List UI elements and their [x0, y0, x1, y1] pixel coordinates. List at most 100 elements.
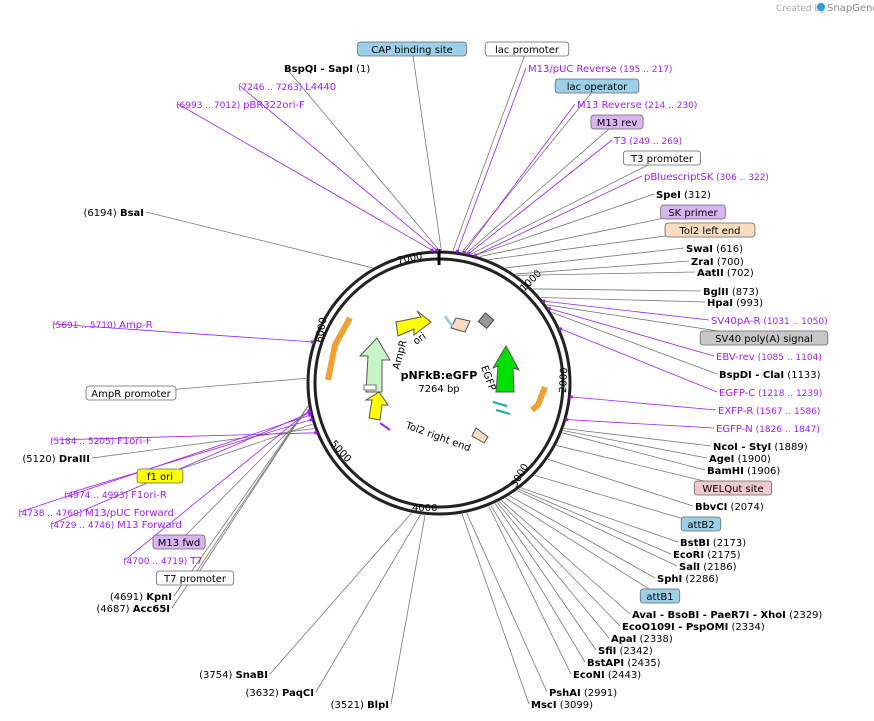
feature-label[interactable]: SK primer — [660, 204, 726, 220]
feature-label[interactable]: f1 ori — [136, 468, 184, 484]
tick-label: 6000 — [314, 317, 329, 344]
enzyme-position: (2338) — [636, 634, 673, 645]
leader-line — [563, 430, 708, 459]
feature-label[interactable]: CAP binding site — [357, 41, 467, 57]
enzyme-name: SphI — [657, 574, 682, 585]
feature-label[interactable]: SV40 poly(A) signal — [699, 330, 829, 346]
feature-name: lac operator — [567, 82, 628, 93]
feature-label[interactable]: (3632) PaqCI — [246, 688, 314, 699]
feature-label[interactable]: BglII (873) — [703, 287, 759, 298]
feature-name: Tol2 left end — [678, 226, 740, 237]
feature-label[interactable]: M13 Reverse (214 .. 230) — [577, 100, 697, 111]
feature-label[interactable]: SfiI (2342) — [598, 646, 653, 657]
leader-line — [285, 67, 440, 251]
feature-label[interactable]: lac operator — [554, 78, 640, 94]
primer-range: (4729 .. 4746) — [50, 521, 117, 531]
leader-line — [178, 410, 310, 543]
feature-label[interactable]: attB2 — [680, 516, 722, 532]
leader-line — [534, 475, 702, 525]
feature-label[interactable]: (5184 .. 5205) F1ori-F — [50, 436, 152, 447]
feature-label[interactable]: M13 fwd — [152, 534, 206, 550]
feature-label[interactable]: (4687) Acc65I — [96, 604, 170, 615]
enzyme-name: ApaI — [611, 634, 636, 645]
feature-label[interactable]: WELQut site — [693, 480, 773, 496]
feature-label[interactable]: (7246 .. 7263) L4440 — [238, 82, 336, 93]
primer-label: EGFP-C (1218 .. 1239) — [719, 388, 822, 399]
feature-label[interactable]: (4691) KpnI — [110, 592, 172, 603]
primer-name: T3 — [613, 136, 626, 147]
feature-label[interactable]: PshAI (2991) — [549, 688, 617, 699]
enzyme-position: (2435) — [624, 658, 661, 669]
feature-label[interactable]: HpaI (993) — [707, 298, 763, 309]
feature-label[interactable]: EcoRI (2175) — [673, 550, 741, 561]
feature-label[interactable]: (6194) BsaI — [84, 208, 144, 219]
feature-label[interactable]: (4700 .. 4719) T7 — [123, 556, 203, 567]
feature-label[interactable]: EcoO109I - PspOMI (2334) — [622, 622, 765, 633]
feature-label[interactable]: ZraI (700) — [691, 257, 744, 268]
feature-name: AmpR promoter — [91, 389, 171, 400]
enzyme-label: (4687) Acc65I — [96, 604, 170, 615]
enzyme-position: (2329) — [786, 610, 823, 621]
feature-label[interactable]: (4738 .. 4760) M13/pUC Forward — [18, 508, 174, 519]
feature-label[interactable]: T3 promoter — [622, 150, 702, 166]
feature-label[interactable]: MscI (3099) — [531, 700, 593, 711]
feature-label[interactable]: T7 promoter — [155, 570, 235, 586]
feature-label[interactable]: AmpR promoter — [85, 385, 177, 401]
feature-label[interactable]: EXFP-R (1567 .. 1586) — [718, 406, 820, 417]
feature-label[interactable]: BstAPI (2435) — [587, 658, 661, 669]
primer-site-marker — [307, 409, 311, 413]
feature-label[interactable]: BbvCI (2074) — [695, 502, 764, 513]
feature-label[interactable]: (5120) DraIII — [22, 454, 90, 465]
enzyme-name: KpnI — [146, 592, 172, 603]
enzyme-extra: - PspOMI — [675, 622, 729, 633]
feature-label[interactable]: AgeI (1900) — [709, 454, 771, 465]
primer-label: M13 Reverse (214 .. 230) — [577, 100, 697, 111]
feature-label[interactable]: SwaI (616) — [686, 244, 743, 255]
feature-label[interactable]: (4974 .. 4993) F1ori-R — [64, 490, 167, 501]
feature-label[interactable]: EBV-rev (1085 .. 1104) — [716, 352, 822, 363]
orange-arrow-left — [325, 316, 353, 381]
feature-label[interactable]: EGFP-N (1826 .. 1847) — [716, 424, 820, 435]
feature-label[interactable]: AvaI - BsoBI - PaeR7I - XhoI (2329) — [632, 610, 822, 621]
feature-label[interactable]: BspQI - SapI (1) — [284, 64, 370, 75]
feature-label[interactable]: BspDI - ClaI (1133) — [719, 370, 821, 381]
feature-label[interactable]: AatII (702) — [697, 268, 754, 279]
tick-label: 4000 — [412, 503, 437, 514]
feature-label[interactable]: Tol2 left end — [664, 222, 756, 238]
feature-label[interactable]: BstBI (2173) — [680, 538, 746, 549]
feature-label[interactable]: EGFP-C (1218 .. 1239) — [719, 388, 822, 399]
att-site-marker-1 — [492, 401, 508, 407]
feature-label[interactable]: SV40pA-R (1031 .. 1050) — [711, 316, 828, 327]
feature-label[interactable]: EcoNI (2443) — [573, 670, 641, 681]
feature-label[interactable]: attB1 — [639, 588, 681, 604]
ori-arrow — [395, 310, 432, 337]
feature-label[interactable]: (3754) SnaBI — [199, 670, 268, 681]
feature-label[interactable]: T3 (249 .. 269) — [613, 136, 682, 147]
enzyme-position: (2342) — [616, 646, 653, 657]
feature-label[interactable]: BamHI (1906) — [707, 466, 780, 477]
feature-label[interactable]: (6993 .. 7012) pBR322ori-F — [176, 100, 305, 111]
enzyme-position: (3632) — [246, 688, 282, 699]
leader-line — [19, 414, 311, 513]
enzyme-name: BspQI — [284, 64, 317, 75]
feature-label[interactable]: (4729 .. 4746) M13 Forward — [50, 520, 182, 531]
enzyme-name: SwaI — [686, 244, 713, 255]
feature-box — [136, 468, 184, 484]
feature-label[interactable]: pBluescriptSK (306 .. 322) — [644, 172, 769, 183]
feature-label[interactable]: M13 rev — [590, 114, 644, 130]
feature-label[interactable]: (5691 .. 5710) Amp-R — [52, 320, 153, 331]
enzyme-label: SwaI (616) — [686, 244, 743, 255]
tol2-right-end-label: Tol2 right end — [403, 420, 472, 454]
primer-site-marker — [307, 411, 311, 415]
feature-label[interactable]: NcoI - StyI (1889) — [713, 442, 808, 453]
feature-label[interactable]: SphI (2286) — [657, 574, 719, 585]
feature-label[interactable]: M13/pUC Reverse (195 .. 217) — [528, 64, 672, 75]
feature-label[interactable]: SalI (2186) — [679, 562, 737, 573]
snapgene-credit[interactable]: Created by SnapGene — [776, 3, 874, 14]
feature-label[interactable]: ApaI (2338) — [611, 634, 673, 645]
feature-label[interactable]: (3521) BlpI — [331, 700, 389, 711]
enzyme-name: EcoNI — [573, 670, 605, 681]
feature-label[interactable]: SpeI (312) — [656, 190, 711, 201]
leader-line — [566, 419, 715, 429]
feature-label[interactable]: lac promoter — [484, 41, 570, 57]
